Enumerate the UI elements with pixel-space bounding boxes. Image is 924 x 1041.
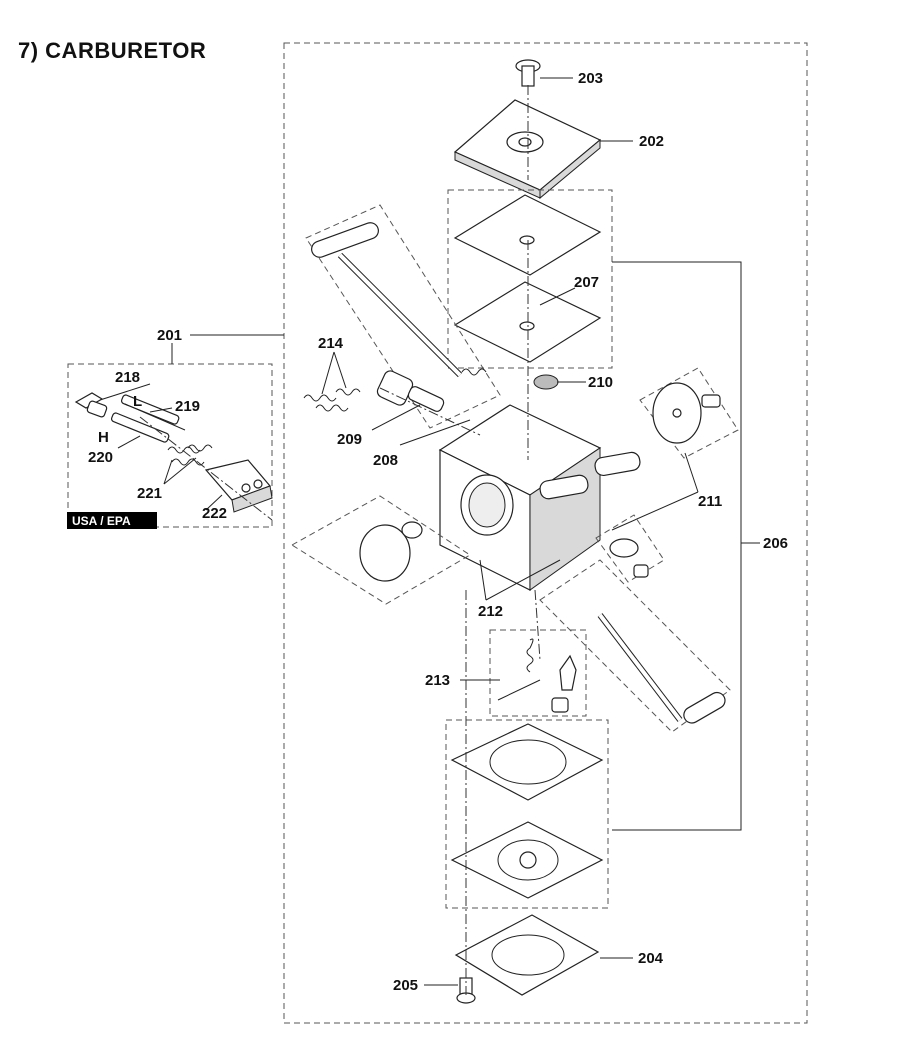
callout-218: 218 [115, 369, 140, 386]
bracket-206 [612, 261, 742, 831]
callout-206: 206 [763, 535, 788, 552]
pump-part-209 [376, 370, 481, 436]
callout-201: 201 [157, 327, 182, 344]
needle-l-part [120, 394, 186, 431]
springs-214-part [303, 388, 361, 412]
diaphragm-211-group [639, 367, 739, 459]
springs-part [167, 444, 213, 466]
callout-212: 212 [478, 603, 503, 620]
callout-202: 202 [639, 133, 664, 150]
callout-208: 208 [373, 452, 398, 469]
choke-212-group [291, 495, 731, 733]
cover-204-part [454, 914, 600, 996]
carburetor-body-part [438, 404, 641, 591]
callout-210: 210 [588, 374, 613, 391]
usa-epa-badge [67, 512, 157, 529]
callout-203: 203 [578, 70, 603, 87]
callout-205: 205 [393, 977, 418, 994]
needle-h-part [110, 412, 170, 443]
letter-h: H [98, 429, 109, 446]
callout-222: 222 [202, 505, 227, 522]
callout-211: 211 [698, 493, 722, 510]
callout-213: 213 [425, 672, 450, 689]
metering-gasket-group [445, 719, 609, 909]
throttle-shaft-group [305, 204, 501, 429]
screw-203-part [515, 59, 541, 87]
callout-221: 221 [137, 485, 162, 502]
callout-214: 214 [318, 335, 344, 352]
callout-207: 207 [574, 274, 599, 291]
limiter-cap-part [74, 392, 108, 418]
filter-screen-210 [533, 374, 559, 390]
adjuster-body-part [204, 459, 273, 513]
callout-204: 204 [638, 950, 664, 967]
adjuster-kit-group: USA / EPA [67, 334, 284, 529]
page-title: 7) CARBURETOR [18, 38, 207, 63]
kit-frame [67, 363, 273, 528]
callout-220: 220 [88, 449, 113, 466]
usa-epa-badge-text: USA / EPA [72, 514, 131, 528]
diagram-frame [283, 42, 808, 1024]
letter-l: L [133, 393, 142, 410]
inlet-needle-213-group [489, 629, 587, 717]
callout-219: 219 [175, 398, 200, 415]
callout-209: 209 [337, 431, 362, 448]
